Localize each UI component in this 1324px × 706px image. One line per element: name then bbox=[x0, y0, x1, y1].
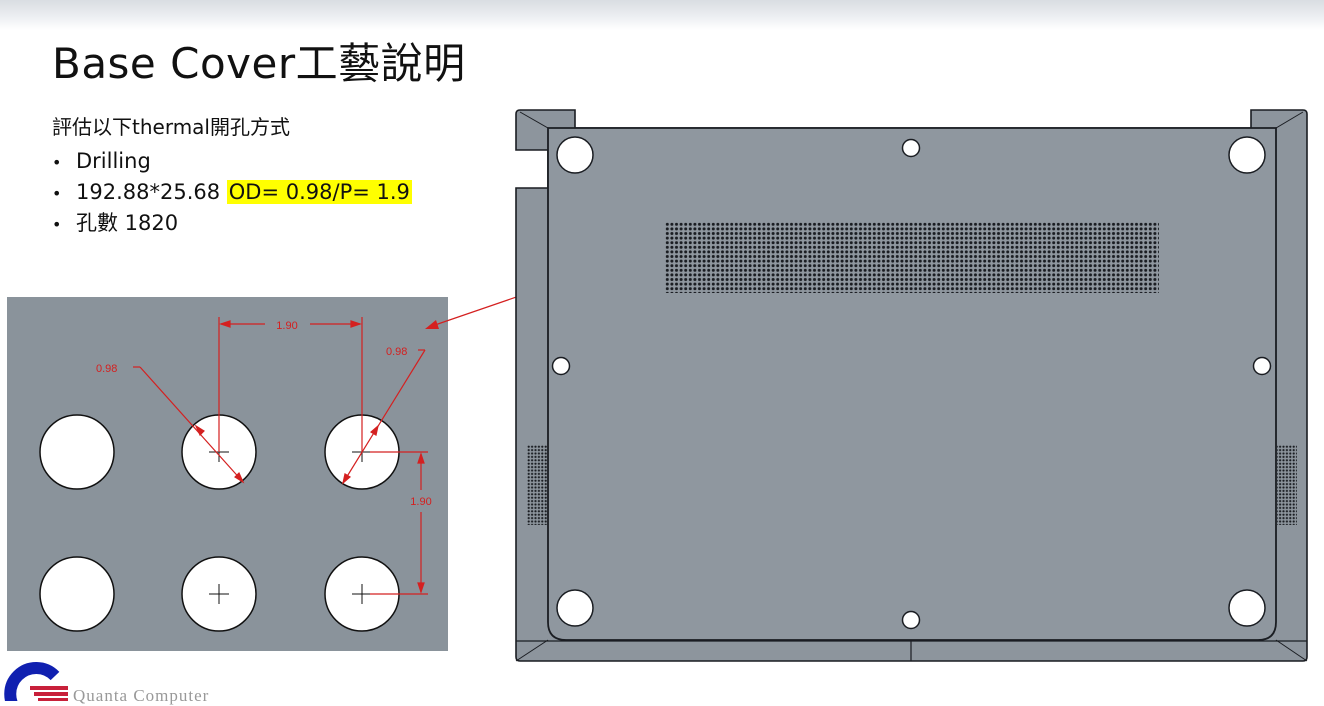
screw-holes bbox=[551, 136, 1272, 630]
screw-hole bbox=[901, 610, 921, 630]
hole bbox=[39, 556, 115, 632]
bullet-item: •192.88*25.68 OD= 0.98/P= 1.9 bbox=[52, 180, 412, 204]
highlighted-spec: OD= 0.98/P= 1.9 bbox=[226, 180, 412, 204]
quanta-logo bbox=[4, 662, 68, 701]
side-vent-left bbox=[527, 445, 547, 525]
thermal-vent-grid bbox=[665, 222, 1159, 293]
bullet-list: •Drilling •192.88*25.68 OD= 0.98/P= 1.9 … bbox=[52, 146, 412, 239]
hole-circles bbox=[39, 414, 400, 632]
screw-hole bbox=[551, 356, 571, 376]
pitch-horizontal-label: 1.90 bbox=[276, 320, 297, 332]
hole bbox=[39, 414, 115, 490]
header-banner bbox=[0, 0, 1324, 30]
inner-panel bbox=[547, 127, 1277, 641]
diameter-label-left: 0.98 bbox=[96, 363, 117, 375]
bullet-item: •Drilling bbox=[52, 149, 151, 173]
screw-hole bbox=[1228, 589, 1266, 627]
screw-hole bbox=[901, 138, 921, 158]
base-cover-drawing bbox=[515, 109, 1308, 662]
diameter-label-right: 0.98 bbox=[386, 346, 407, 358]
screw-hole bbox=[556, 589, 594, 627]
bullet-item: •孔數 1820 bbox=[52, 211, 179, 235]
side-vent-right bbox=[1277, 445, 1297, 525]
screw-hole bbox=[556, 136, 594, 174]
logo-text: Quanta Computer bbox=[73, 686, 210, 705]
page-title: Base Cover工藝說明 bbox=[52, 39, 466, 88]
pitch-vertical-label: 1.90 bbox=[410, 496, 431, 508]
subtitle: 評估以下thermal開孔方式 bbox=[52, 115, 290, 139]
screw-hole bbox=[1252, 356, 1272, 376]
screw-hole bbox=[1228, 136, 1266, 174]
dimension-lines bbox=[133, 317, 428, 595]
hole-detail-drawing: 1.90 1.90 0.98 0.98 bbox=[7, 297, 448, 651]
